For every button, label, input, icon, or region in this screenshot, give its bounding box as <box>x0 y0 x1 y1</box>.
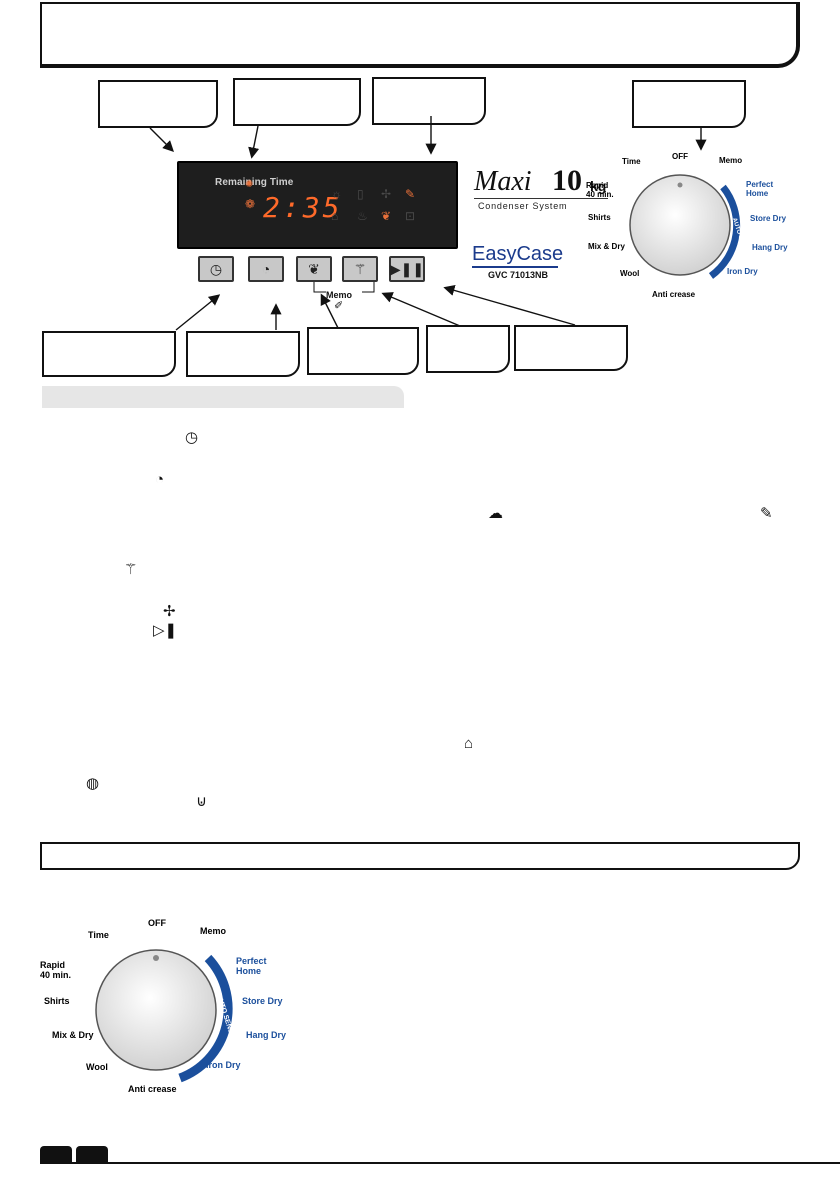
dial-indicator <box>153 955 159 961</box>
drum-small-icon: ✺ <box>245 179 254 190</box>
dial-label-anti-crease: Anti crease <box>652 290 696 299</box>
dial-label-hang-dry: Hang Dry <box>752 243 788 252</box>
dial-label-off: OFF <box>672 152 688 161</box>
timer-icon: ◔ <box>261 261 271 277</box>
dial-knob <box>629 174 731 276</box>
iron-icon: ♨ <box>357 209 368 223</box>
sun-icon: ☼ <box>331 187 342 201</box>
drum-icon: ❁ <box>245 197 256 211</box>
callout-box-5 <box>42 331 176 377</box>
title-frame <box>40 2 800 68</box>
dial-label-hang-dry: Hang Dry <box>246 1030 286 1040</box>
section-bar <box>40 842 800 870</box>
dial-label-wool: Wool <box>620 269 639 278</box>
brand-capacity-unit: kg <box>590 178 607 194</box>
dial-label-perfect-2: Home <box>746 189 769 198</box>
dial-label-iron-dry: Iron Dry <box>727 267 758 276</box>
page-footer-rule <box>40 1162 840 1164</box>
dial-label-mix-dry: Mix & Dry <box>588 242 625 251</box>
dial-indicator <box>677 182 683 188</box>
brand-maxi: Maxi <box>474 166 532 197</box>
dial-label-off: OFF <box>148 918 166 928</box>
brand-subtitle: Condenser System <box>478 201 568 211</box>
eco-home-icon: ⌂ <box>464 735 474 752</box>
remaining-time-label: Remaining Time <box>215 177 294 188</box>
water-tank-icon: ⊍ <box>196 793 207 810</box>
dial-label-memo: Memo <box>719 156 742 165</box>
callout-box-9 <box>514 325 628 371</box>
page-number-tab-2 <box>76 1146 108 1162</box>
callout-box-6 <box>186 331 300 377</box>
memo-label: Memo <box>326 290 353 300</box>
dial-label-shirts: Shirts <box>588 213 611 222</box>
leaf-icon: ❦ <box>308 260 320 277</box>
timer-icon: ◔ <box>155 471 165 488</box>
cabinet-icon: ▯ <box>357 187 364 201</box>
hanger-icon: ⌂ <box>331 209 339 223</box>
dial-label-time: Time <box>88 930 109 940</box>
callout-box-2 <box>233 78 361 126</box>
feather-icon: ✎ <box>405 187 416 201</box>
dial-label-rapid-2: 40 min. <box>40 970 71 980</box>
shirt-icon: ⚚ <box>353 260 367 277</box>
program-dial-top[interactable]: OFF Time Memo Rapid 40 min. Perfect Home… <box>580 145 800 305</box>
time-button[interactable]: ◷ <box>198 256 234 282</box>
auto-sensor-arc <box>178 954 233 1083</box>
dry-level-button[interactable]: ❦ <box>296 256 332 282</box>
feather-icon: ✎ <box>760 505 773 522</box>
memo-bracket <box>313 282 375 293</box>
cloud-icon: ☁ <box>488 505 503 522</box>
callout-box-7 <box>307 327 419 375</box>
dial-label-rapid-2: 40 min. <box>586 190 614 199</box>
pin-icon: ✐ <box>334 300 344 312</box>
brand-divider <box>474 198 608 199</box>
easycase-underline <box>472 266 558 268</box>
display-panel: Remaining Time ❁ 2:35 ✺ ☼ ▯ ✢ ✎ ⌂ ♨ ❦ ⊡ <box>177 161 458 249</box>
delay-start-button[interactable]: ◔ <box>248 256 284 282</box>
callout-box-8 <box>426 325 510 373</box>
fan-icon: ✢ <box>163 603 176 620</box>
fan-icon: ✢ <box>381 187 392 201</box>
brand-capacity-number: 10 <box>552 164 582 197</box>
model-number: GVC 71013NB <box>488 270 549 280</box>
dial-label-anti-crease: Anti crease <box>128 1084 177 1094</box>
dial-label-perfect-1: Perfect <box>236 956 267 966</box>
dial-label-mix-dry: Mix & Dry <box>52 1030 94 1040</box>
dial-label-iron-dry: Iron Dry <box>206 1060 241 1070</box>
play-pause-icon: ▶❚❚ <box>389 260 425 277</box>
section-band <box>42 386 404 408</box>
play-pause-icon: ▷❚ <box>153 622 178 639</box>
program-dial-bottom[interactable]: OFF Time Memo Rapid 40 min. Perfect Home… <box>40 910 300 1100</box>
dial-label-perfect-2: Home <box>236 966 261 976</box>
tank-icon: ⊡ <box>405 209 416 223</box>
page-number-tab-1 <box>40 1146 72 1162</box>
callout-box-4 <box>632 80 746 128</box>
dial-label-time: Time <box>622 157 641 166</box>
dial-label-shirts: Shirts <box>44 996 70 1006</box>
arrows-layer <box>149 116 707 331</box>
dial-label-store-dry: Store Dry <box>750 214 787 223</box>
callout-box-3 <box>372 77 486 125</box>
easycase-logo: EasyCase <box>472 243 564 265</box>
shirt-icon: ⚚ <box>124 561 138 578</box>
clock-icon: ◷ <box>185 429 199 446</box>
dial-label-rapid-1: Rapid <box>586 181 608 190</box>
time-display: 2:35 <box>263 191 343 224</box>
shirts-button[interactable]: ⚚ <box>342 256 378 282</box>
callout-box-1 <box>98 80 218 128</box>
dial-label-rapid-1: Rapid <box>40 960 65 970</box>
dial-label-memo: Memo <box>200 926 227 936</box>
dial-knob <box>95 949 217 1071</box>
dial-label-wool: Wool <box>86 1062 108 1072</box>
leaf-icon: ❦ <box>381 209 392 223</box>
clock-icon: ◷ <box>209 260 223 277</box>
dial-label-perfect-1: Perfect <box>746 180 773 189</box>
dial-label-store-dry: Store Dry <box>242 996 283 1006</box>
drum-icon: ◍ <box>86 775 100 792</box>
start-pause-button[interactable]: ▶❚❚ <box>389 256 425 282</box>
auto-sensor-arc <box>708 184 741 279</box>
